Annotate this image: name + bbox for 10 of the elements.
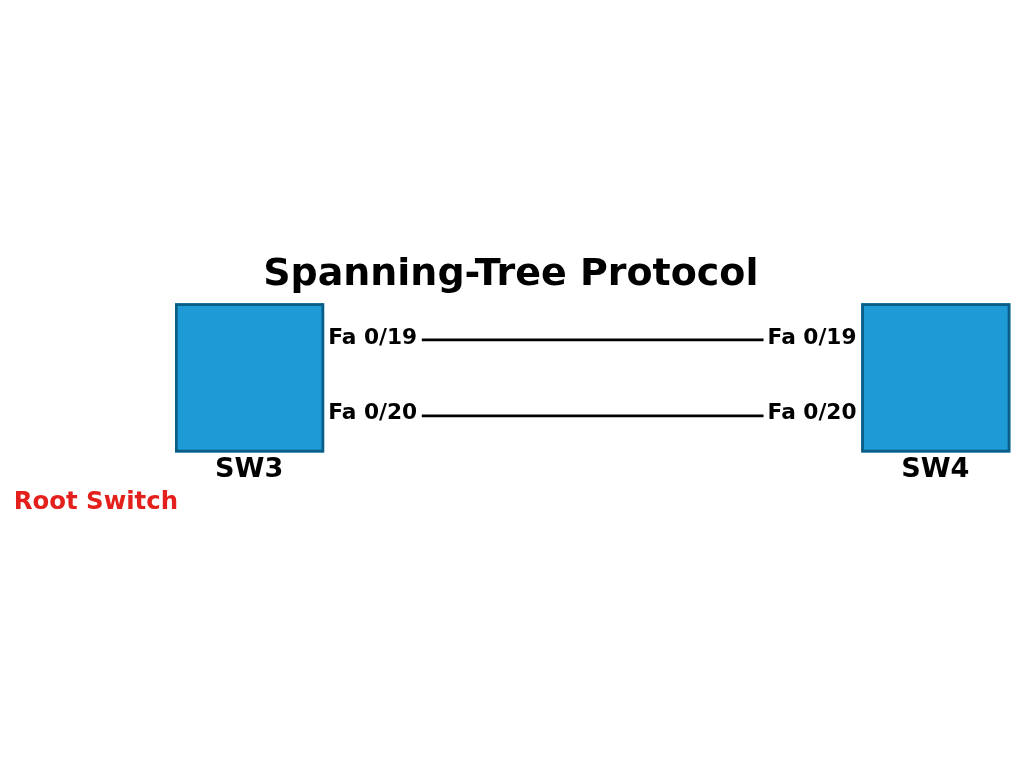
node-label: SW4 (901, 451, 970, 483)
diagram-title: Spanning-Tree Protocol (263, 249, 759, 294)
node-label: Root Switch (13, 485, 179, 515)
connector (421, 414, 764, 418)
label: Fa 0/19 (767, 324, 857, 350)
connector (421, 338, 764, 342)
label: Fa 0/20 (328, 398, 418, 424)
label: Fa 0/19 (328, 324, 418, 350)
node-label: SW3 (215, 451, 284, 483)
label: Fa 0/20 (767, 398, 857, 424)
